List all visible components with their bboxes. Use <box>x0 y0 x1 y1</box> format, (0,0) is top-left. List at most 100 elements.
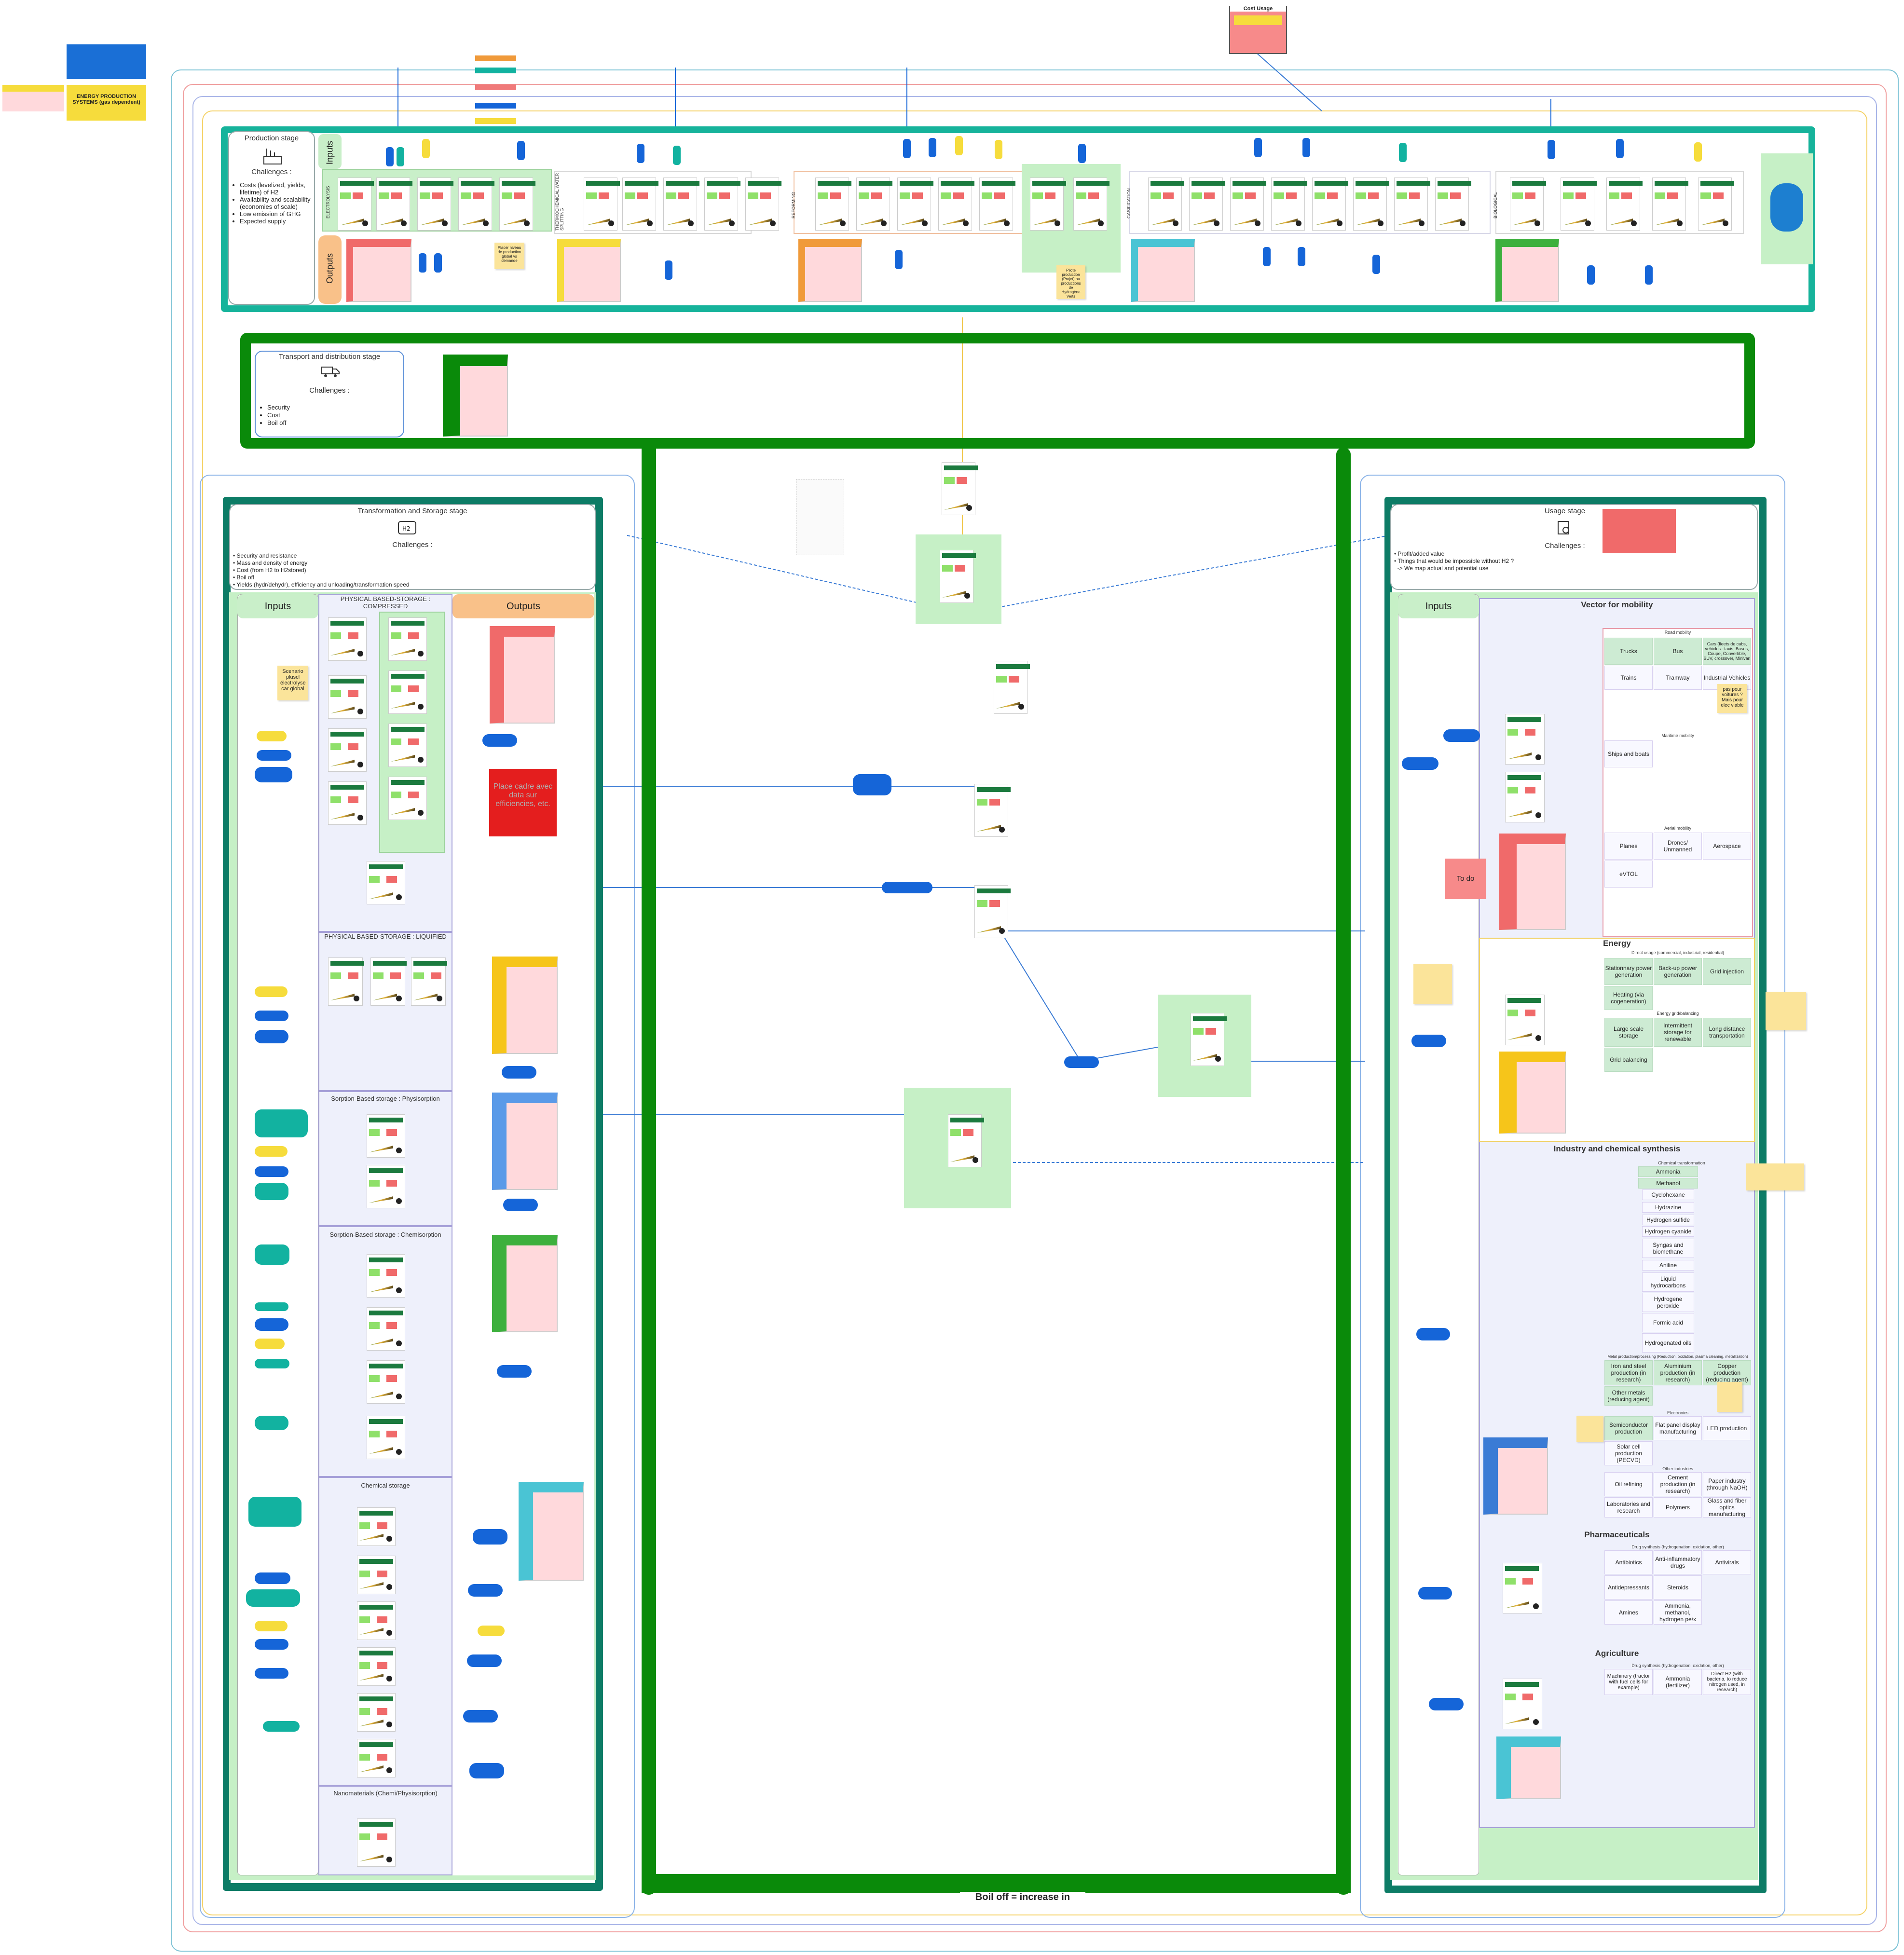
input-pill[interactable] <box>386 147 394 166</box>
road-item[interactable]: Trains <box>1604 666 1653 690</box>
storage-card[interactable] <box>388 724 427 767</box>
output-pill[interactable] <box>1298 247 1305 266</box>
output-tag[interactable] <box>497 1365 532 1378</box>
input-pill[interactable] <box>995 140 1002 159</box>
production-card[interactable] <box>1652 178 1688 231</box>
storage-card[interactable] <box>388 777 427 820</box>
electronics-item[interactable]: Semiconductor production <box>1604 1416 1653 1440</box>
output-pill[interactable] <box>895 250 903 269</box>
input-tag[interactable] <box>255 1011 288 1021</box>
production-card[interactable] <box>938 178 974 231</box>
chemical-item[interactable]: Ammonia <box>1638 1166 1698 1177</box>
road-item[interactable]: Trucks <box>1604 638 1653 665</box>
pharma-item[interactable]: Antidepressants <box>1604 1575 1653 1600</box>
production-card[interactable] <box>1510 178 1546 231</box>
production-card[interactable] <box>1698 178 1734 231</box>
storage-card[interactable] <box>357 1601 396 1640</box>
usage-card[interactable] <box>1505 714 1545 765</box>
electronics-item[interactable]: Flat panel display manufacturing <box>1654 1416 1702 1440</box>
storage-card[interactable] <box>367 861 405 904</box>
usage-input-tag[interactable] <box>1443 729 1480 742</box>
output-pill[interactable] <box>1587 265 1595 285</box>
energy-item[interactable]: Grid injection <box>1703 958 1751 985</box>
pharma-item[interactable]: Steroids <box>1654 1575 1702 1600</box>
output-tag[interactable] <box>463 1710 498 1723</box>
road-item[interactable]: Cars (fleets de cabs, vehicles : taxis, … <box>1703 638 1751 665</box>
production-card[interactable] <box>1435 178 1471 231</box>
output-tag[interactable] <box>468 1584 503 1597</box>
output-tag[interactable] <box>469 1763 504 1778</box>
storage-card[interactable] <box>367 1307 405 1351</box>
input-tag[interactable] <box>248 1497 301 1527</box>
storage-card[interactable] <box>357 1693 396 1732</box>
production-card[interactable] <box>417 178 453 231</box>
energy-item[interactable]: Heating (via cogeneration) <box>1604 986 1653 1010</box>
production-card[interactable] <box>1230 178 1266 231</box>
chemical-item[interactable]: Hydrogene peroxide <box>1642 1293 1694 1312</box>
input-tag[interactable] <box>255 1146 288 1157</box>
production-card[interactable] <box>1312 178 1348 231</box>
production-card[interactable] <box>622 178 658 231</box>
metal-item[interactable]: Aluminium production (in research) <box>1654 1360 1702 1385</box>
usage-card[interactable] <box>1505 995 1545 1045</box>
pharma-item[interactable]: Antibiotics <box>1604 1550 1653 1574</box>
input-pill[interactable] <box>929 138 936 157</box>
transport-card[interactable] <box>940 550 976 603</box>
input-pill[interactable] <box>673 146 681 165</box>
other-industry-item[interactable]: Glass and fiber optics manufacturing <box>1703 1497 1751 1518</box>
chemical-item[interactable]: Hydrogenated oils <box>1642 1333 1694 1353</box>
storage-card[interactable] <box>367 1416 405 1459</box>
storage-card[interactable] <box>328 617 367 661</box>
transport-card[interactable] <box>1191 1013 1227 1066</box>
input-tag[interactable] <box>255 986 288 997</box>
transport-card[interactable] <box>948 1114 984 1167</box>
chemical-item[interactable]: Hydrogen cyanide <box>1642 1226 1694 1237</box>
input-tag[interactable] <box>255 1030 288 1043</box>
input-tag[interactable] <box>255 1302 288 1311</box>
chemical-item[interactable]: Cyclohexane <box>1642 1189 1694 1200</box>
usage-input-tag[interactable] <box>1411 1035 1446 1047</box>
air-item[interactable]: Planes <box>1604 833 1653 860</box>
production-card[interactable] <box>815 178 851 231</box>
usage-input-tag[interactable] <box>1429 1698 1464 1710</box>
metal-item[interactable]: Other metals (reducing agent) <box>1604 1386 1653 1406</box>
storage-card[interactable] <box>411 957 447 1006</box>
production-card[interactable] <box>1271 178 1307 231</box>
input-pill[interactable] <box>1399 143 1407 162</box>
transport-tag[interactable] <box>882 882 932 893</box>
output-pill[interactable] <box>665 260 672 280</box>
production-card[interactable] <box>856 178 892 231</box>
output-tag[interactable] <box>482 734 517 747</box>
road-item[interactable]: Bus <box>1654 638 1702 665</box>
input-pill[interactable] <box>1254 138 1262 157</box>
usage-card[interactable] <box>1503 1563 1542 1613</box>
chemical-item[interactable]: Hydrazine <box>1642 1202 1694 1213</box>
transport-card[interactable] <box>994 661 1030 714</box>
metal-item[interactable]: Iron and steel production (in research) <box>1604 1360 1653 1385</box>
production-card[interactable] <box>1073 178 1110 231</box>
storage-card[interactable] <box>357 1818 396 1867</box>
air-item[interactable]: Aerospace <box>1703 833 1751 860</box>
storage-card[interactable] <box>367 1114 405 1158</box>
pharma-item[interactable]: Antivirals <box>1703 1550 1751 1574</box>
input-tag[interactable] <box>257 750 291 761</box>
input-pill[interactable] <box>422 139 430 158</box>
other-industry-item[interactable]: Polymers <box>1654 1497 1702 1518</box>
input-tag[interactable] <box>255 1572 290 1584</box>
agriculture-item[interactable]: Ammonia (fertilizer) <box>1654 1669 1702 1695</box>
transport-tag[interactable] <box>1064 1056 1099 1068</box>
storage-card[interactable] <box>357 1739 396 1777</box>
chemical-item[interactable]: Liquid hydrocarbons <box>1642 1272 1694 1292</box>
input-tag[interactable] <box>255 1416 288 1430</box>
input-pill[interactable] <box>903 139 911 158</box>
output-tag[interactable] <box>478 1626 505 1636</box>
production-card[interactable] <box>1606 178 1643 231</box>
storage-card[interactable] <box>367 1254 405 1298</box>
energy-item[interactable]: Stationnary power generation <box>1604 958 1653 985</box>
production-card[interactable] <box>338 178 374 231</box>
input-tag[interactable] <box>255 1109 308 1137</box>
production-card[interactable] <box>584 178 620 231</box>
energy-item[interactable]: Back-up power generation <box>1654 958 1702 985</box>
storage-card[interactable] <box>328 675 367 719</box>
input-tag[interactable] <box>255 1318 288 1331</box>
